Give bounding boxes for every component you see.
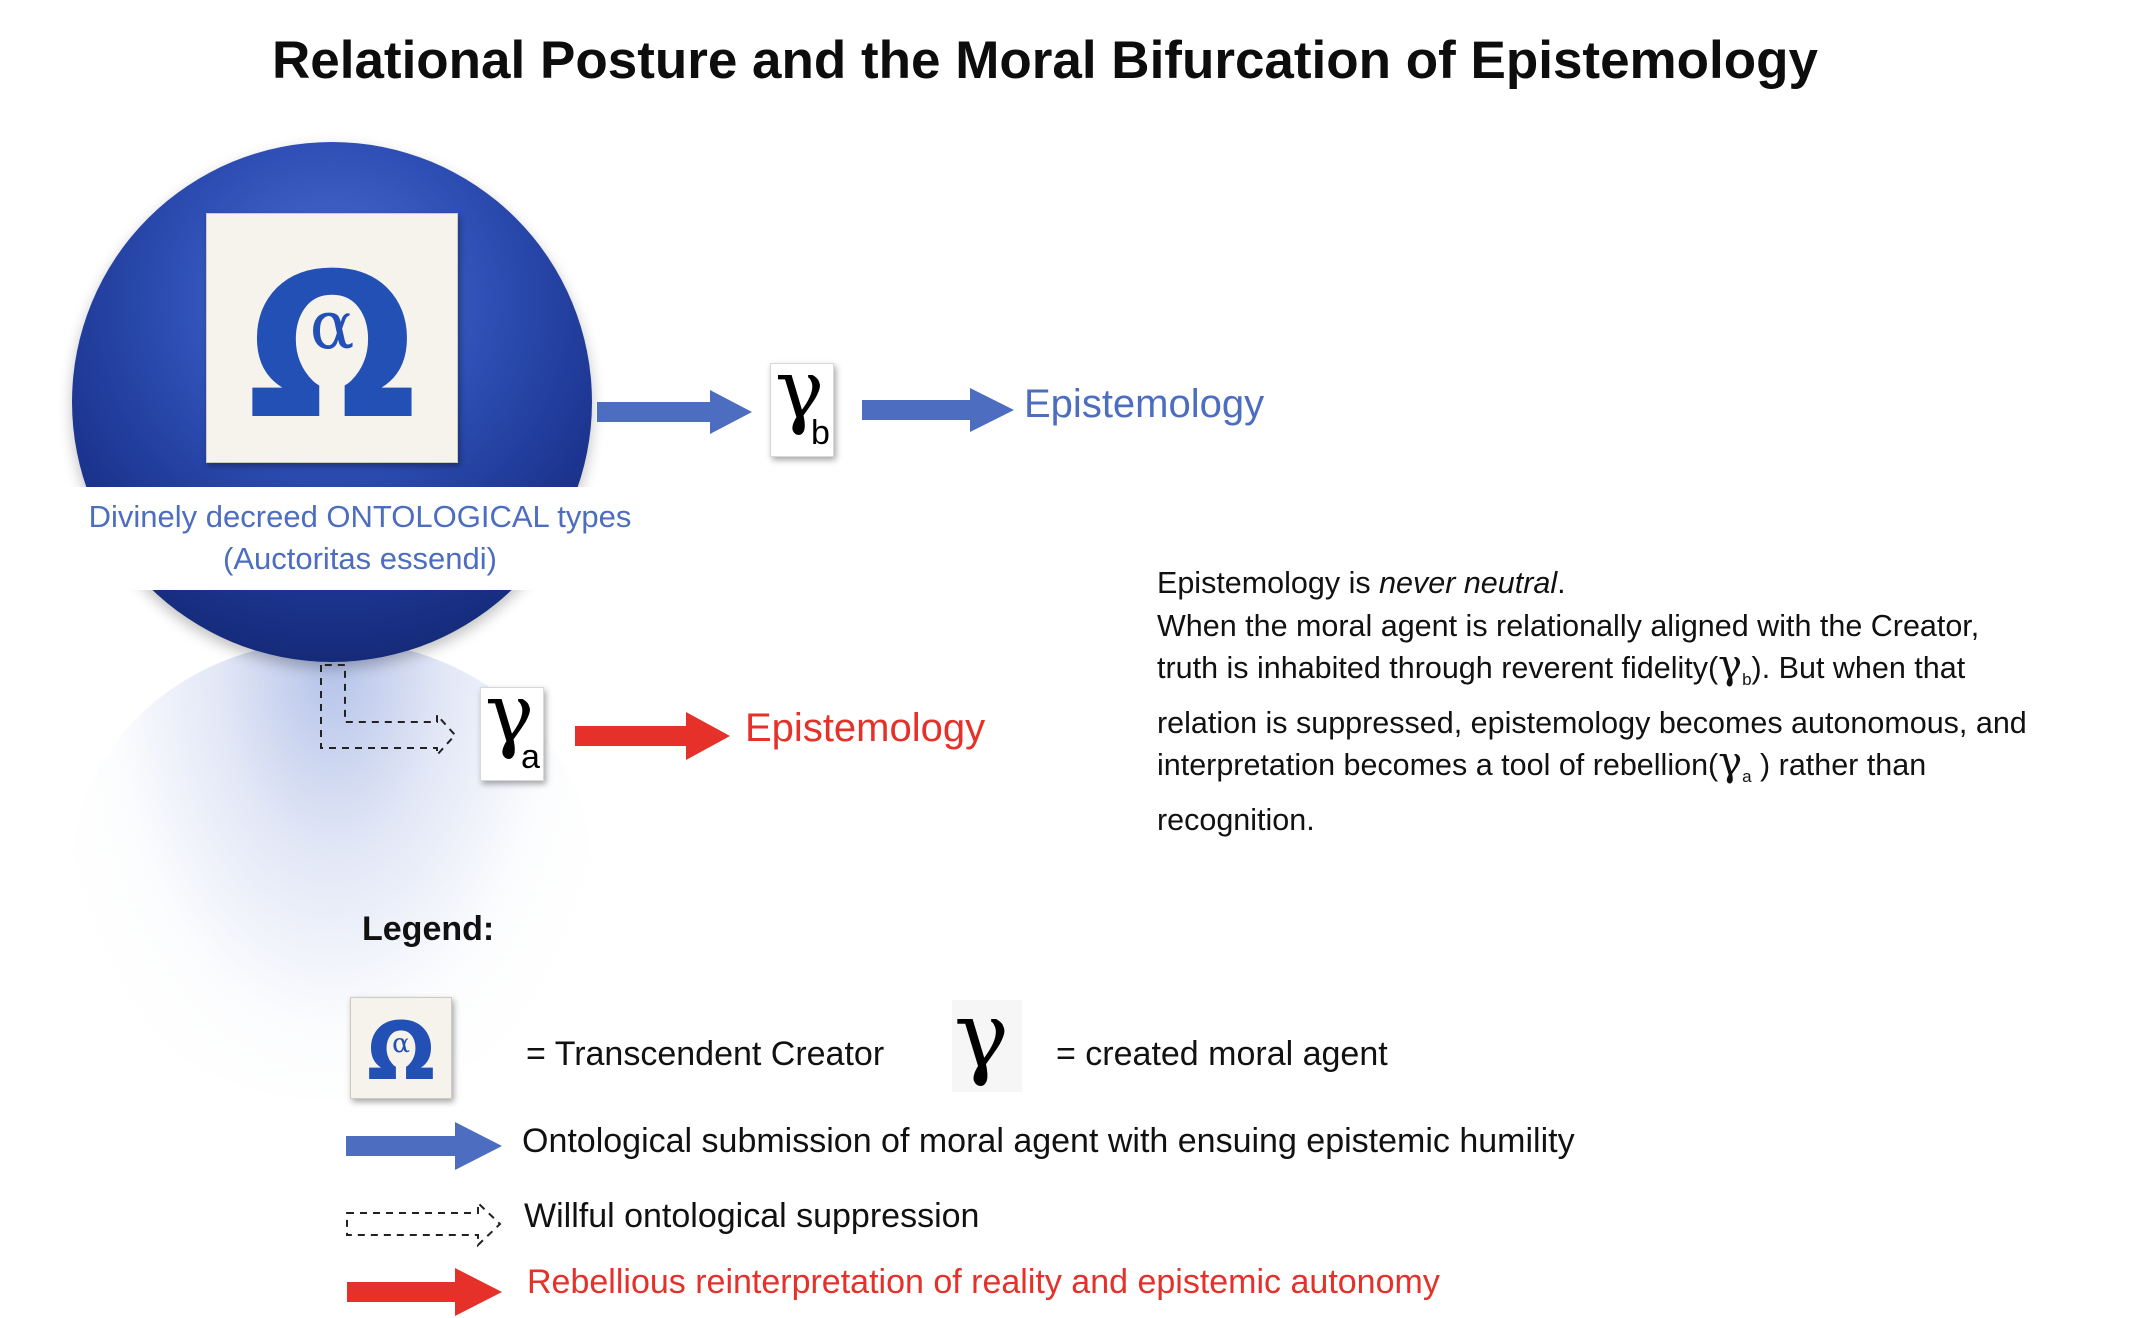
legend-red-arrow xyxy=(347,1268,502,1316)
legend-gamma-label: = created moral agent xyxy=(1056,1035,1388,1073)
blue-arrow-sphere-to-gamma-b xyxy=(597,390,752,434)
epistemology-upper-label: Epistemology xyxy=(1024,382,1265,426)
legend-dashed-arrow-label: Willful ontological suppression xyxy=(524,1197,980,1235)
explanation-line3: truth is inhabited through reverent fide… xyxy=(1157,645,2087,702)
legend-dashed-arrow xyxy=(346,1200,502,1248)
alpha-glyph: α xyxy=(392,1028,410,1059)
inline-gamma-a-subscript: a xyxy=(1742,767,1752,787)
alpha-glyph: α xyxy=(310,287,355,364)
red-arrow-gamma-a-to-epistemology xyxy=(575,712,730,760)
legend-title: Legend: xyxy=(362,910,495,948)
omega-alpha-icon: Ω α xyxy=(247,238,417,438)
explanation-line5-pre: interpretation becomes a tool of rebelli… xyxy=(1157,748,1719,783)
gamma-b-subscript: b xyxy=(811,414,830,452)
explanation-emphasis: never neutral xyxy=(1379,566,1558,600)
legend-red-arrow-label: Rebellious reinterpretation of reality a… xyxy=(527,1263,1440,1301)
diagram-title: Relational Posture and the Moral Bifurca… xyxy=(271,31,1818,90)
legend-creator-symbol: Ω α xyxy=(350,997,452,1099)
explanation-line2: When the moral agent is relationally ali… xyxy=(1157,608,1980,643)
gamma-a-symbol: γ a xyxy=(480,674,544,781)
legend-creator-label: = Transcendent Creator xyxy=(526,1035,885,1073)
explanation-line1: Epistemology is never neutral. xyxy=(1157,562,2087,605)
omega-glyph: Ω xyxy=(367,1008,435,1088)
inline-gamma-b-icon: γ xyxy=(1718,642,1743,688)
omega-glyph: Ω xyxy=(247,238,417,438)
ontological-types-label: Divinely decreed ONTOLOGICAL types (Auct… xyxy=(40,496,680,580)
legend-blue-arrow-label: Ontological submission of moral agent wi… xyxy=(522,1122,1575,1160)
explanation-line5-post: ) rather than xyxy=(1751,748,1927,783)
explanation-text: Epistemology is never neutral. When the … xyxy=(1157,562,2087,841)
gamma-a-subscript: a xyxy=(521,738,540,776)
gamma-icon: γ xyxy=(485,667,535,762)
explanation-line1-pre: Epistemology is xyxy=(1157,566,1380,600)
explanation-line3-post: ). But when that xyxy=(1751,651,1966,685)
explanation-line1-post: . xyxy=(1557,566,1566,600)
legend-gamma-symbol: γ xyxy=(952,990,1022,1092)
gamma-icon: γ xyxy=(775,343,825,438)
legend-blue-arrow xyxy=(346,1122,502,1170)
inline-gamma-a-icon: γ xyxy=(1718,739,1743,786)
epistemology-lower-label: Epistemology xyxy=(745,706,986,750)
omega-alpha-icon: Ω α xyxy=(367,1008,435,1088)
label-band xyxy=(60,487,680,590)
ontological-label-line1: Divinely decreed ONTOLOGICAL types xyxy=(88,499,632,534)
gamma-b-symbol: γ b xyxy=(770,350,834,457)
explanation-line4: relation is suppressed, epistemology bec… xyxy=(1157,705,2027,740)
explanation-line6: recognition. xyxy=(1157,802,1315,837)
creator-symbol: Ω α xyxy=(206,213,458,463)
inline-gamma-b-subscript: b xyxy=(1742,670,1752,690)
gamma-icon: γ xyxy=(954,982,1009,1089)
explanation-line5: interpretation becomes a tool of rebelli… xyxy=(1157,742,2087,799)
ontological-label-line2: (Auctoritas essendi) xyxy=(223,541,497,576)
explanation-line3-pre: truth is inhabited through reverent fide… xyxy=(1157,651,1719,685)
blue-arrow-gamma-b-to-epistemology xyxy=(862,388,1014,432)
